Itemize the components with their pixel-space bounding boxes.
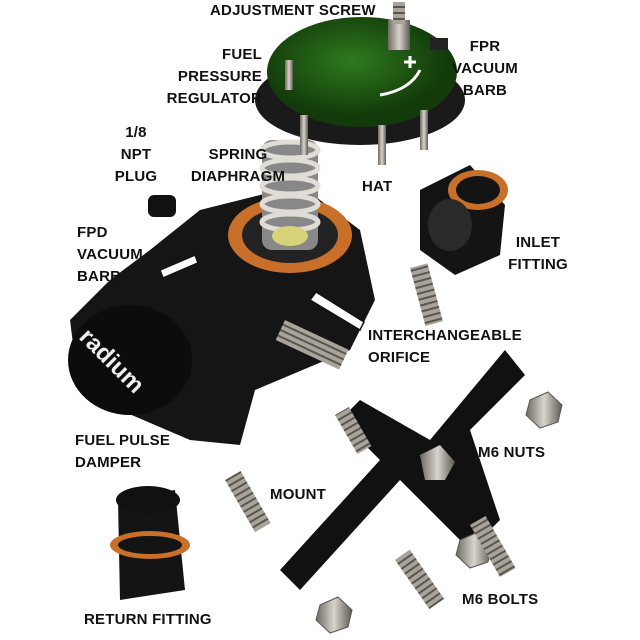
label-m6-bolts: M6 BOLTS <box>462 591 539 608</box>
label-adjustment-screw: ADJUSTMENT SCREW <box>210 2 376 19</box>
fpr-vacuum-barb <box>430 38 448 50</box>
return-fitting <box>110 486 190 600</box>
label-return-fitting: RETURN FITTING <box>84 611 212 628</box>
spring <box>259 139 321 250</box>
label-mount: MOUNT <box>270 486 326 503</box>
adjustment-screw <box>388 20 410 50</box>
label-hat: HAT <box>362 178 393 195</box>
adjust-arrow-icon <box>379 69 422 97</box>
pointer-arrows <box>159 254 365 332</box>
inlet-fitting <box>420 165 508 275</box>
npt-plug <box>148 195 176 217</box>
mount <box>280 350 525 590</box>
m6-bolts <box>225 407 516 610</box>
plus-icon <box>404 56 416 68</box>
label-m6-nuts: M6 NUTS <box>478 444 546 461</box>
hat-bolts <box>285 60 428 165</box>
interchangeable-orifice <box>275 263 443 370</box>
